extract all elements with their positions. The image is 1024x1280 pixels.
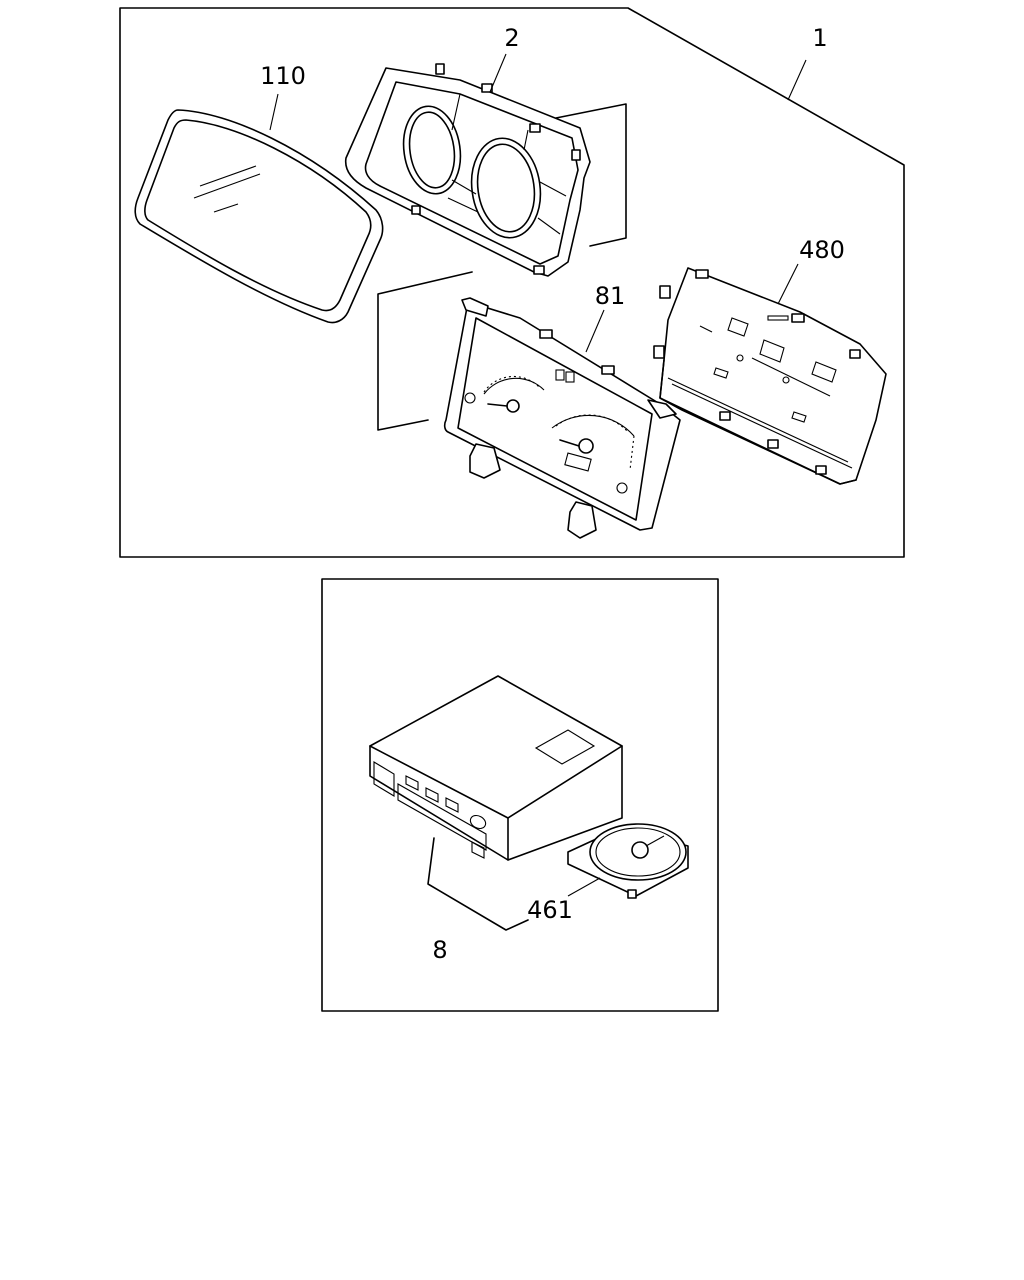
assembly-leader-line [787, 59, 807, 101]
instrument-cluster-frame [119, 7, 905, 558]
callout-480: 480 [799, 236, 845, 264]
callout-110: 110 [260, 62, 306, 90]
dial-plate [443, 297, 681, 539]
circuit-board [653, 267, 887, 485]
lens-glass [134, 109, 384, 324]
callout-2: 2 [504, 24, 519, 52]
audio-unit-frame [321, 578, 719, 1012]
bezel-leader-line [489, 53, 507, 93]
meter-bezel [344, 63, 591, 277]
callout-1: 1 [812, 24, 827, 52]
callout-81: 81 [595, 282, 626, 310]
callout-8: 8 [432, 936, 447, 964]
assembly-bracket [377, 103, 627, 431]
cd-tray [567, 823, 689, 899]
cd-tray-leader-line [567, 877, 601, 897]
dial-plate-leader-line [585, 309, 605, 353]
callout-461: 461 [527, 896, 573, 924]
audio-head-unit [369, 675, 623, 861]
audio-unit-leader-line [427, 837, 529, 931]
lens-leader-line [269, 93, 279, 131]
circuit-board-leader-line [777, 263, 799, 305]
